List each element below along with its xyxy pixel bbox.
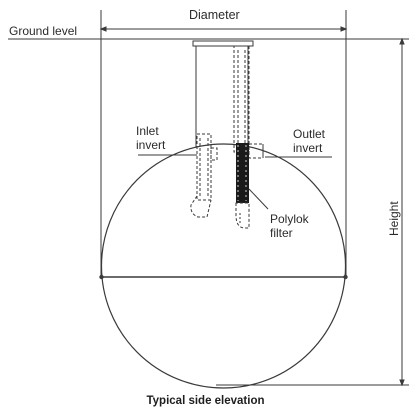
leader-lines: [138, 154, 332, 210]
ground-level-label: Ground level: [9, 24, 78, 38]
diagram-caption: Typical side elevation: [146, 395, 265, 407]
polylok-filter-label-line1: Polylok: [270, 212, 309, 226]
tank-body: [99, 143, 348, 389]
inlet-pipe: [190, 133, 218, 218]
diameter-dimension: [99, 10, 348, 278]
outlet-pipe: [233, 45, 264, 159]
outlet-invert-label-line2: invert: [293, 141, 323, 155]
height-label: Height: [387, 201, 401, 236]
outlet-invert-label-line1: Outlet: [293, 127, 326, 141]
polylok-filter: [235, 143, 250, 229]
diameter-label: Diameter: [189, 8, 240, 22]
inlet-invert-label-line2: invert: [136, 138, 166, 152]
inlet-invert-label-line1: Inlet: [136, 124, 159, 138]
polylok-filter-label-line2: filter: [270, 226, 293, 240]
riser: [192, 40, 254, 147]
